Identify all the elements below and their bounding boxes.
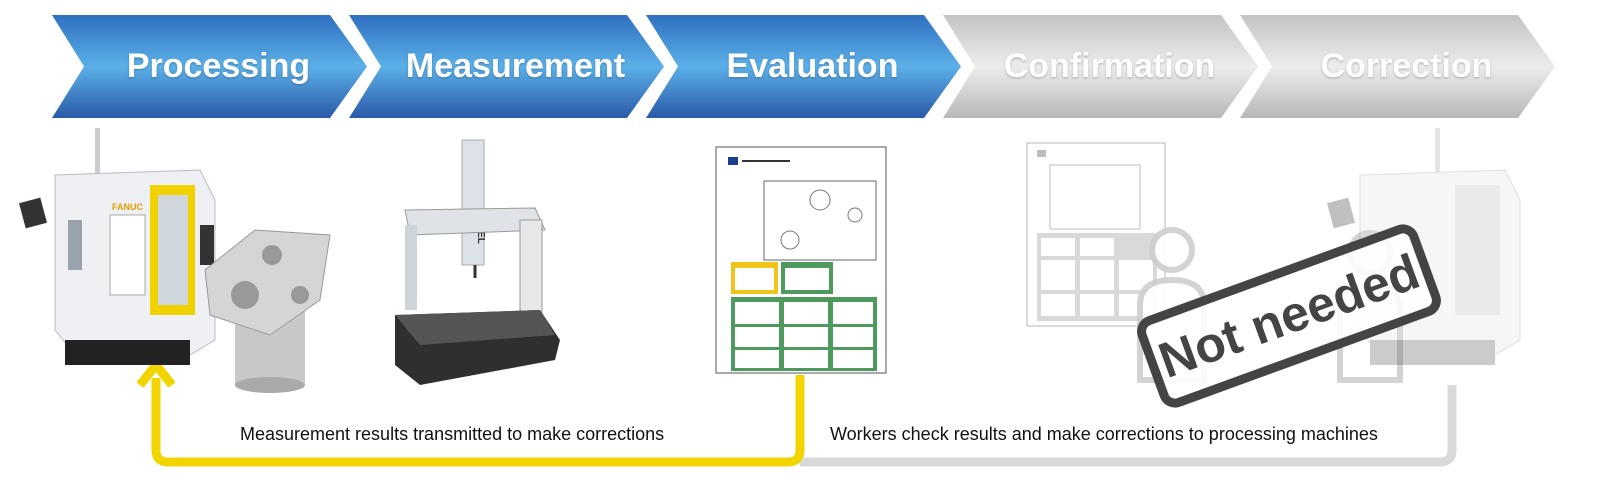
cnc-machine-faded-image — [1327, 128, 1521, 365]
svg-text:FANUC: FANUC — [112, 202, 143, 212]
step-measurement: Measurement — [349, 15, 664, 118]
manual-correction-line — [800, 385, 1457, 467]
auto-correction-line — [151, 375, 805, 467]
step-label: Confirmation — [1003, 47, 1216, 85]
workpiece-image — [204, 229, 331, 393]
step-confirmation: Confirmation — [943, 15, 1258, 118]
step-correction: Correction — [1240, 15, 1555, 118]
cnc-machine-image: FANUC — [19, 128, 216, 365]
cmm-machine-image: AXCEL — [395, 139, 560, 385]
step-label: Processing — [126, 47, 311, 85]
step-label: Evaluation — [726, 47, 899, 85]
step-label: Measurement — [405, 47, 626, 85]
step-processing: Processing — [52, 15, 367, 118]
step-label: Correction — [1320, 47, 1493, 85]
evaluation-report-image — [715, 146, 887, 374]
auto-correction-caption: Measurement results transmitted to make … — [240, 424, 665, 444]
step-evaluation: Evaluation — [646, 15, 961, 118]
manual-correction-caption: Workers check results and make correctio… — [830, 424, 1378, 444]
